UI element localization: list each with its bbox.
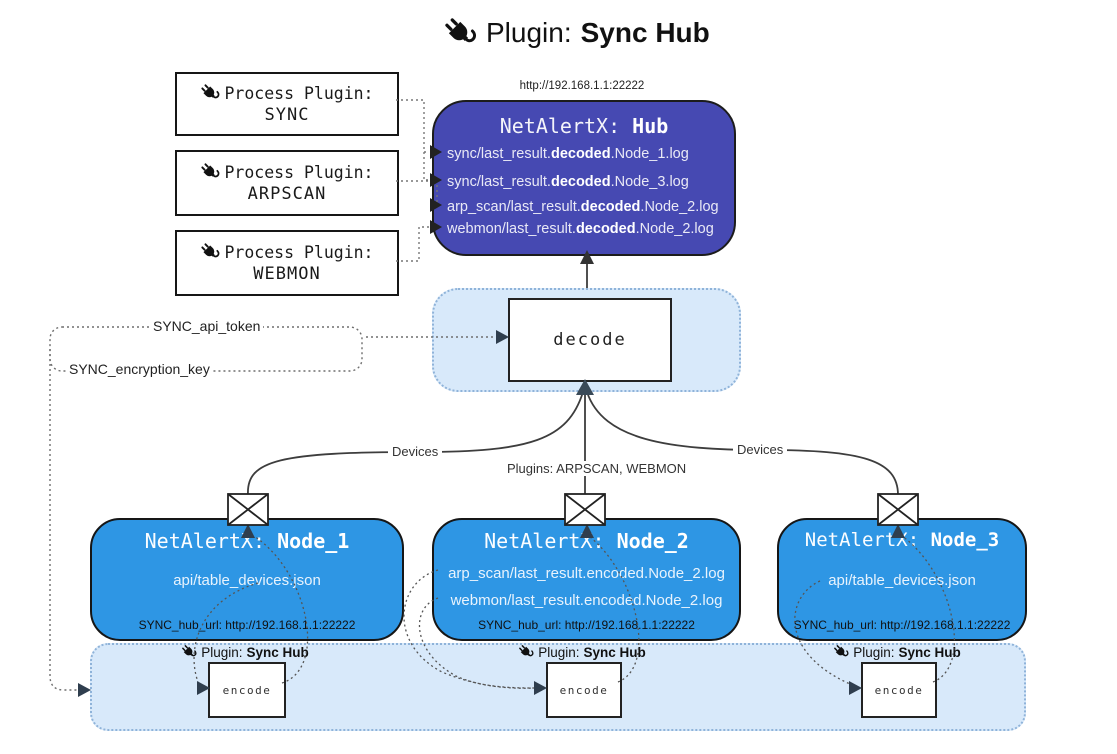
process-plugin-name: WEBMON: [253, 264, 321, 284]
setting-encryption-key-label: SYNC_encryption_key: [66, 361, 213, 377]
plug-icon: [201, 243, 220, 258]
node-title: NetAlertX: Node_1: [144, 529, 350, 553]
hub-title: NetAlertX: Hub: [499, 114, 669, 138]
node-box-node3: NetAlertX: Node_3 api/table_devices.json…: [777, 518, 1027, 641]
node-box-node1: NetAlertX: Node_1 api/table_devices.json…: [90, 518, 404, 641]
edge-label-devices-left: Devices: [388, 444, 443, 459]
node-to-decode-curves: [247, 390, 899, 496]
node-hub-url: SYNC_hub_url: http://192.168.1.1:22222: [793, 618, 1011, 632]
node-file-line: arp_scan/last_result.encoded.Node_2.log: [448, 565, 725, 582]
decode-box: decode: [508, 298, 672, 382]
plug-icon: [182, 645, 197, 657]
hub-url: http://192.168.1.1:22222: [519, 80, 645, 92]
encode-box: encode: [546, 662, 622, 718]
plug-icon: [201, 163, 220, 178]
encode-box: encode: [861, 662, 937, 718]
encode-caption: Plugin: Sync Hub: [155, 644, 335, 660]
page-title: Plugin: Sync Hub: [443, 16, 710, 50]
node-title: NetAlertX: Node_3: [804, 529, 1000, 551]
page-title-bold: Sync Hub: [580, 17, 710, 48]
process-plugin-label: Process Plugin:: [224, 83, 374, 103]
process-plugin-label: Process Plugin:: [224, 242, 374, 262]
node-file-line: webmon/last_result.encoded.Node_2.log: [450, 592, 723, 609]
node-hub-url: SYNC_hub_url: http://192.168.1.1:22222: [478, 618, 695, 632]
hub-log-line: sync/last_result.decoded.Node_3.log: [447, 174, 689, 190]
plug-icon: [201, 84, 220, 99]
node-hub-url: SYNC_hub_url: http://192.168.1.1:22222: [138, 618, 356, 632]
process-connectors: [396, 99, 438, 262]
hub-log-line: sync/last_result.decoded.Node_1.log: [447, 146, 689, 162]
decode-label: decode: [553, 330, 627, 350]
encode-box: encode: [208, 662, 286, 718]
process-plugin-box-arpscan: Process Plugin: ARPSCAN: [175, 150, 399, 216]
process-plugin-box-sync: Process Plugin: SYNC: [175, 72, 399, 136]
plug-icon: [834, 645, 849, 657]
edge-label-plugins: Plugins: ARPSCAN, WEBMON: [503, 461, 691, 476]
node-file-line: api/table_devices.json: [173, 572, 321, 589]
plug-icon: [519, 645, 534, 657]
node-title: NetAlertX: Node_2: [484, 529, 689, 553]
hub-log-line: arp_scan/last_result.decoded.Node_2.log: [447, 199, 719, 215]
process-plugin-name: SYNC: [264, 105, 310, 125]
process-plugin-box-webmon: Process Plugin: WEBMON: [175, 230, 399, 296]
hub-box: NetAlertX: Hub sync/last_result.decoded.…: [432, 100, 736, 256]
edge-label-devices-right: Devices: [733, 442, 788, 457]
hub-log-line: webmon/last_result.decoded.Node_2.log: [447, 221, 714, 237]
encode-caption: Plugin: Sync Hub: [492, 644, 672, 660]
node-file-line: api/table_devices.json: [828, 572, 976, 589]
setting-api-token-label: SYNC_api_token: [150, 318, 264, 334]
process-plugin-label: Process Plugin:: [224, 162, 374, 182]
page-title-prefix: Plugin:: [486, 17, 572, 48]
encode-caption: Plugin: Sync Hub: [807, 644, 987, 660]
plug-icon: [445, 18, 476, 43]
node-box-node2: NetAlertX: Node_2 arp_scan/last_result.e…: [432, 518, 741, 641]
process-plugin-name: ARPSCAN: [247, 184, 327, 204]
